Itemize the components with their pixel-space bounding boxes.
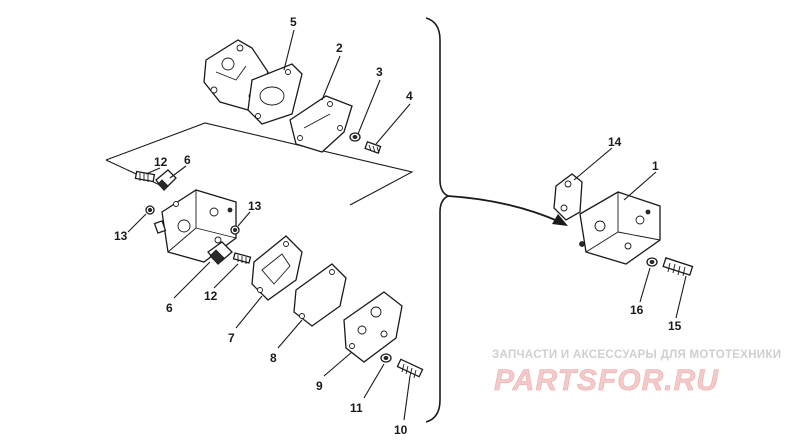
watermark-logo: PARTSFOR.RU — [494, 364, 719, 397]
part-1-pump-assembly — [579, 191, 661, 265]
leader-2 — [321, 55, 341, 101]
callout-6-upper: 6 — [184, 153, 191, 167]
exploded-group-frame — [105, 122, 414, 206]
group-bracket — [425, 17, 450, 423]
part-2-gasket — [247, 63, 303, 125]
assembly-arrow-head — [552, 214, 568, 226]
part-16-washer — [646, 257, 658, 267]
leader-15 — [675, 275, 687, 319]
part-11-washer — [380, 353, 392, 363]
part-13-nut-right — [230, 225, 240, 235]
leader-4 — [375, 103, 411, 145]
leader-10 — [403, 375, 411, 421]
part-6-spacer-upper — [155, 169, 177, 191]
callout-8: 8 — [270, 351, 277, 365]
callout-16: 16 — [630, 303, 644, 317]
callout-14: 14 — [608, 135, 622, 149]
part-3-washer — [349, 132, 361, 142]
part-2-plate — [289, 95, 353, 153]
part-8-diaphragm — [293, 263, 347, 327]
callout-15: 15 — [668, 319, 682, 333]
callout-2: 2 — [336, 41, 343, 55]
callout-11: 11 — [350, 401, 363, 415]
callout-4: 4 — [406, 89, 413, 103]
part-6-spacer-lower — [207, 241, 233, 265]
part-12-screw-lower — [232, 252, 252, 264]
leader-12b — [213, 263, 239, 289]
leader-13a — [127, 213, 147, 233]
part-10-bolt — [396, 358, 424, 379]
leader-6a — [169, 165, 187, 179]
leader-6b — [173, 261, 211, 299]
callout-3: 3 — [376, 65, 383, 79]
callout-7: 7 — [228, 331, 235, 345]
part-7-gasket — [251, 235, 303, 301]
leader-11 — [363, 363, 385, 399]
leader-7 — [235, 295, 263, 329]
leader-13b — [237, 211, 251, 227]
leader-16 — [639, 267, 651, 303]
callout-13-left: 13 — [114, 229, 128, 243]
part-4-screw — [364, 140, 382, 154]
callout-6-lower: 6 — [166, 301, 173, 315]
callout-12-lower: 12 — [204, 289, 218, 303]
callout-13-right: 13 — [248, 199, 262, 213]
pump-body — [153, 189, 237, 263]
leader-14 — [573, 147, 613, 181]
part-14-bracket — [553, 173, 583, 221]
callout-1: 1 — [652, 159, 659, 173]
part-12-screw-upper — [134, 170, 156, 183]
leader-3 — [357, 79, 381, 135]
part-13-nut-left — [145, 205, 155, 215]
leader-8 — [277, 319, 303, 349]
callout-9: 9 — [316, 379, 323, 393]
leader-5 — [283, 29, 295, 71]
callout-10: 10 — [394, 423, 408, 437]
leader-9 — [323, 351, 353, 377]
callout-12-upper: 12 — [154, 155, 168, 169]
part-15-bolt — [662, 257, 694, 277]
callout-5: 5 — [290, 15, 297, 29]
watermark-tagline: ЗАПЧАСТИ И АКСЕССУАРЫ ДЛЯ МОТОТЕХНИКИ — [492, 349, 781, 361]
assembly-arrow-line — [447, 195, 561, 223]
part-9-cover — [343, 291, 403, 363]
leader-12a — [145, 167, 161, 175]
leader-1 — [623, 171, 657, 201]
